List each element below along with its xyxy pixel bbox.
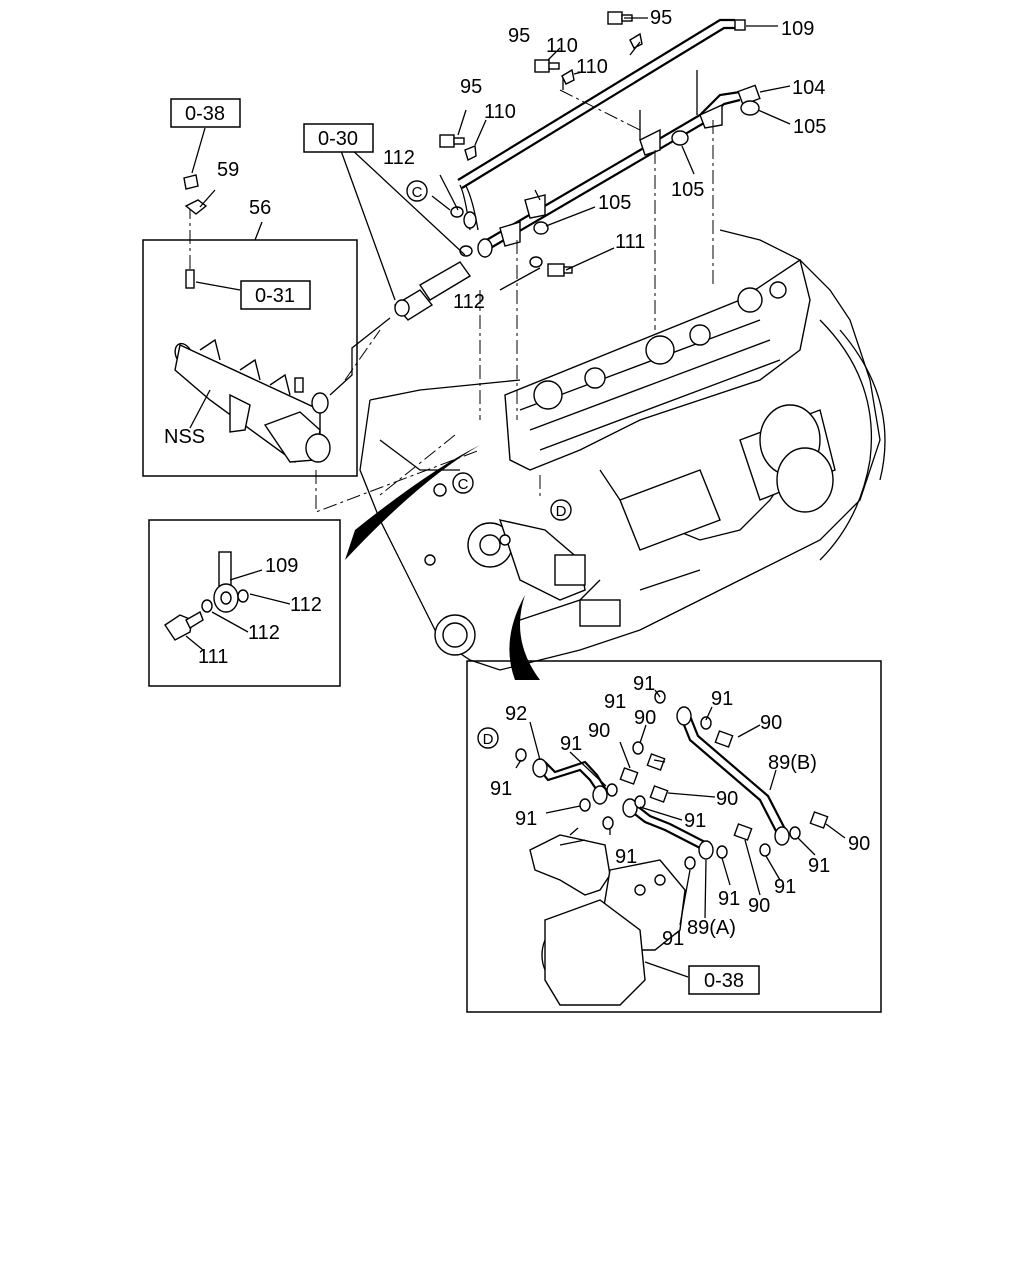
circle-c-top: C [412, 184, 423, 201]
label-104: 104 [792, 77, 825, 99]
label-95: 95 [460, 76, 482, 98]
leader-0-38-top [191, 127, 206, 174]
circle-d-engine: D [556, 503, 567, 520]
leader-nss [189, 389, 211, 429]
nut-59 [183, 174, 216, 215]
ref-0-38-top: 0-38 [185, 103, 225, 125]
label-110: 110 [546, 35, 578, 57]
fasteners-top [439, 11, 760, 277]
label-110: 110 [576, 56, 608, 78]
leader-0-38-bottom [644, 961, 689, 978]
label-95: 95 [508, 25, 530, 47]
label-111: 111 [615, 231, 645, 253]
label-111: 111 [198, 646, 228, 668]
ref-0-38-bottom: 0-38 [704, 970, 744, 992]
label-92: 92 [505, 703, 527, 725]
label-89a: 89(A) [687, 917, 736, 939]
ref-0-31: 0-31 [255, 285, 295, 307]
label-91: 91 [515, 808, 537, 830]
label-90: 90 [716, 788, 738, 810]
label-90: 90 [748, 895, 770, 917]
engine-block [359, 229, 886, 671]
label-95: 95 [650, 7, 672, 29]
banjo-fitting [164, 551, 291, 651]
leader-0-31 [195, 281, 241, 291]
label-89b: 89(B) [768, 752, 817, 774]
label-91: 91 [490, 778, 512, 800]
label-105: 105 [671, 179, 704, 201]
label-90: 90 [760, 712, 782, 734]
circle-marker-d-detail: D [477, 727, 499, 749]
circle-marker-c-top: C [406, 180, 428, 202]
label-112: 112 [248, 622, 280, 644]
ref-box-0-38-top[interactable]: 0-38 [170, 98, 241, 128]
label-112: 112 [290, 594, 322, 616]
bypass-hose [393, 261, 472, 321]
label-56: 56 [249, 197, 271, 219]
label-105: 105 [598, 192, 631, 214]
pointer-arrow-right [509, 595, 540, 680]
label-91: 91 [711, 688, 733, 710]
label-91: 91 [808, 855, 830, 877]
label-91: 91 [560, 733, 582, 755]
leader-lines-bottom [515, 689, 846, 926]
link-housing-hose [329, 317, 391, 396]
part-labels: 95 109 95 110 110 104 95 110 105 105 112… [164, 7, 870, 950]
label-91: 91 [633, 673, 655, 695]
label-105: 105 [793, 116, 826, 138]
ref-box-0-38-bottom[interactable]: 0-38 [688, 965, 760, 995]
detail-box-banjo-fitting [148, 519, 341, 687]
label-91: 91 [615, 846, 637, 868]
label-109: 109 [265, 555, 298, 577]
washers-and-bolts [515, 690, 829, 870]
pointer-arrow-left [345, 445, 480, 560]
label-91: 91 [662, 928, 684, 950]
label-91: 91 [718, 888, 740, 910]
label-90: 90 [634, 707, 656, 729]
leader-56 [254, 221, 263, 241]
leader-0-30 [339, 147, 466, 301]
detail-box-compressor-pipes [466, 660, 882, 1013]
label-110: 110 [484, 101, 516, 123]
label-91: 91 [684, 810, 706, 832]
label-91: 91 [774, 876, 796, 898]
leader-lines-top [431, 17, 791, 291]
label-112: 112 [383, 147, 415, 169]
thermostat-housing [174, 338, 331, 463]
dashed-guides [189, 89, 714, 513]
ref-box-0-30[interactable]: 0-30 [303, 123, 374, 153]
circle-c-engine: C [458, 476, 469, 493]
air-pipes [532, 706, 790, 860]
circle-marker-d-engine: D [550, 499, 572, 521]
label-90: 90 [848, 833, 870, 855]
air-compressor [529, 827, 686, 1006]
label-91: 91 [604, 691, 626, 713]
label-109: 109 [781, 18, 814, 40]
circle-d-detail: D [483, 731, 494, 748]
detail-box-thermostat-housing [142, 239, 358, 477]
label-112: 112 [453, 291, 485, 313]
ref-box-0-31[interactable]: 0-31 [240, 280, 311, 310]
label-nss: NSS [164, 426, 205, 448]
water-pipe-assembly [457, 18, 761, 258]
circle-marker-c-engine: C [452, 472, 474, 494]
ref-0-30: 0-30 [318, 128, 358, 150]
label-59: 59 [217, 159, 239, 181]
label-90: 90 [588, 720, 610, 742]
sensor-plug [185, 269, 195, 289]
air-compressor-in-place [467, 519, 586, 601]
